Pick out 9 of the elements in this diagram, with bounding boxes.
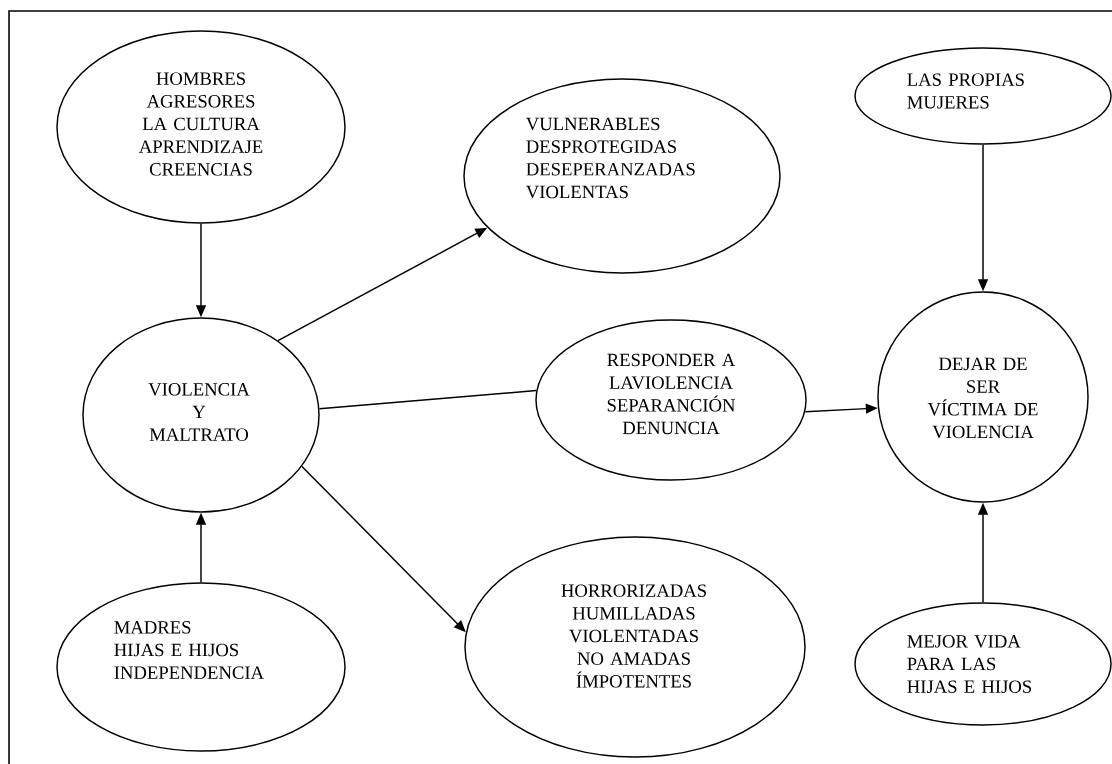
ellipse-node: HOMBRES AGRESORES LA CULTURA APRENDIZAJE CREENCIAS	[56, 30, 346, 224]
ellipse-node: HORRORIZADAS HUMILLADAS VIOLENTADAS NO AMADAS ÍMPOTENTES	[464, 536, 806, 758]
ellipse-node: VULNERABLES DESPROTEGIDAS DESEPERANZADAS VIOLENTAS	[463, 78, 781, 274]
ellipse-node: RESPONDER A LAVIOLENCIA SEPARANCIÓN DENUNCIA	[535, 319, 807, 481]
ellipse-node: LAS PROPIAS MUJERES	[854, 47, 1112, 145]
ellipse-node: MEJOR VIDA PARA LAS HIJAS E HIJOS	[854, 602, 1112, 726]
ellipse-node: VIOLENCIA Y MALTRATO	[82, 317, 320, 513]
circle-node: DEJAR DE SER VÍCTIMA DE VIOLENCIA	[877, 291, 1089, 503]
ellipse-node: MADRES HIJAS E HIJOS INDEPENDENCIA	[56, 582, 346, 752]
